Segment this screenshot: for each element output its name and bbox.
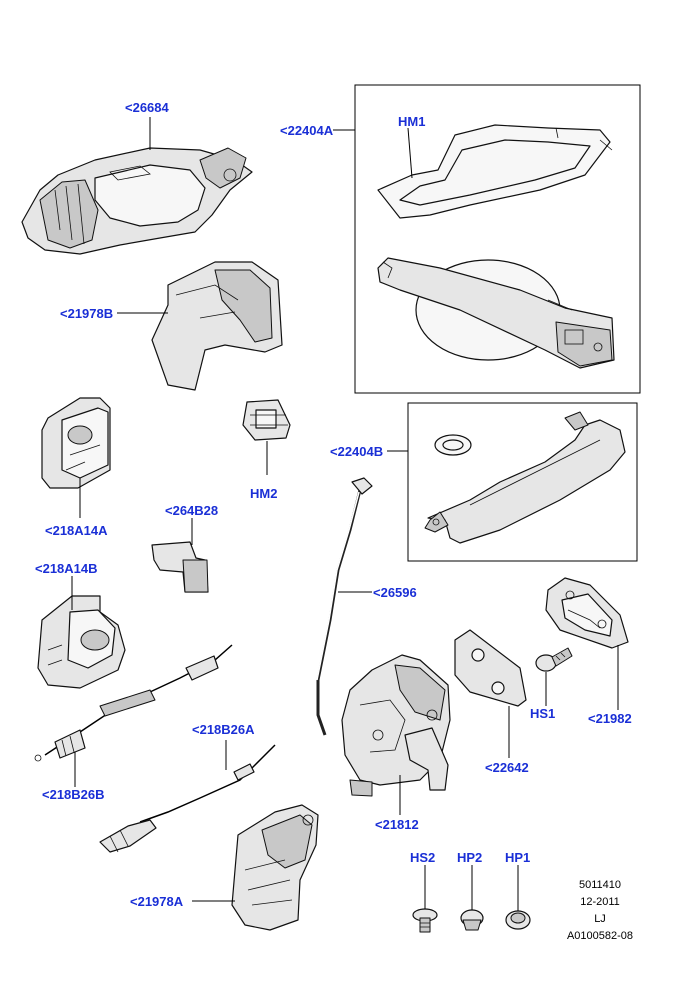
label-hp1[interactable]: HP1 bbox=[505, 850, 531, 865]
part-21982-striker[interactable] bbox=[545, 577, 629, 649]
part-hs1-screw[interactable] bbox=[535, 647, 573, 672]
part-218a14b-cap[interactable] bbox=[37, 595, 126, 689]
label-218a14a[interactable]: <218A14A bbox=[45, 523, 108, 538]
part-hp1-plug[interactable] bbox=[505, 910, 531, 930]
label-21978a[interactable]: <21978A bbox=[130, 894, 184, 909]
label-hs2[interactable]: HS2 bbox=[410, 850, 436, 865]
part-22642-plate[interactable] bbox=[454, 629, 527, 707]
label-26684[interactable]: <26684 bbox=[125, 100, 169, 115]
part-218b26a-cable[interactable] bbox=[99, 744, 276, 853]
part-26684-bracket[interactable] bbox=[21, 147, 253, 255]
label-21982[interactable]: <21982 bbox=[588, 711, 632, 726]
label-hs1[interactable]: HS1 bbox=[530, 706, 556, 721]
part-264b28-clip[interactable] bbox=[151, 541, 209, 593]
part-218b26b-cable[interactable] bbox=[34, 644, 233, 762]
part-218a14a-cap[interactable] bbox=[41, 397, 111, 489]
handle-kit-b-box bbox=[407, 402, 638, 562]
part-22404a-handle[interactable] bbox=[377, 257, 615, 369]
part-21978a-actuator[interactable] bbox=[231, 804, 319, 931]
part-21978b-cover[interactable] bbox=[151, 261, 283, 391]
label-hm2[interactable]: HM2 bbox=[250, 486, 278, 501]
leader-hm1 bbox=[407, 127, 413, 179]
label-21812[interactable]: <21812 bbox=[375, 817, 419, 832]
label-hp2[interactable]: HP2 bbox=[457, 850, 483, 865]
label-22404b[interactable]: <22404B bbox=[330, 444, 384, 459]
reference-illustration-id: A0100582-08 bbox=[566, 930, 634, 942]
part-hm1-gasket[interactable] bbox=[377, 124, 613, 219]
label-21978b[interactable]: <21978B bbox=[60, 306, 114, 321]
part-21812-latch[interactable] bbox=[341, 654, 451, 797]
reference-code: 5011410 bbox=[578, 879, 621, 891]
part-22404b-handle[interactable] bbox=[424, 411, 626, 544]
label-hm1[interactable]: HM1 bbox=[398, 114, 426, 129]
part-hp2-plug[interactable] bbox=[460, 909, 484, 931]
label-22642[interactable]: <22642 bbox=[485, 760, 529, 775]
handle-kit-a-box bbox=[354, 84, 641, 394]
label-22404a[interactable]: <22404A bbox=[280, 123, 334, 138]
part-hm2-grommet[interactable] bbox=[242, 399, 291, 441]
label-26596[interactable]: <26596 bbox=[373, 585, 417, 600]
reference-date: 12-2011 bbox=[580, 896, 620, 908]
part-26596-rod[interactable] bbox=[316, 477, 373, 736]
label-218a14b[interactable]: <218A14B bbox=[35, 561, 98, 576]
label-218b26a[interactable]: <218B26A bbox=[192, 722, 255, 737]
reference-initials: LJ bbox=[594, 913, 606, 925]
part-hs2-bolt[interactable] bbox=[412, 908, 438, 933]
label-264b28[interactable]: <264B28 bbox=[165, 503, 219, 518]
part-gasket-ring[interactable] bbox=[434, 434, 472, 456]
label-218b26b[interactable]: <218B26B bbox=[42, 787, 105, 802]
